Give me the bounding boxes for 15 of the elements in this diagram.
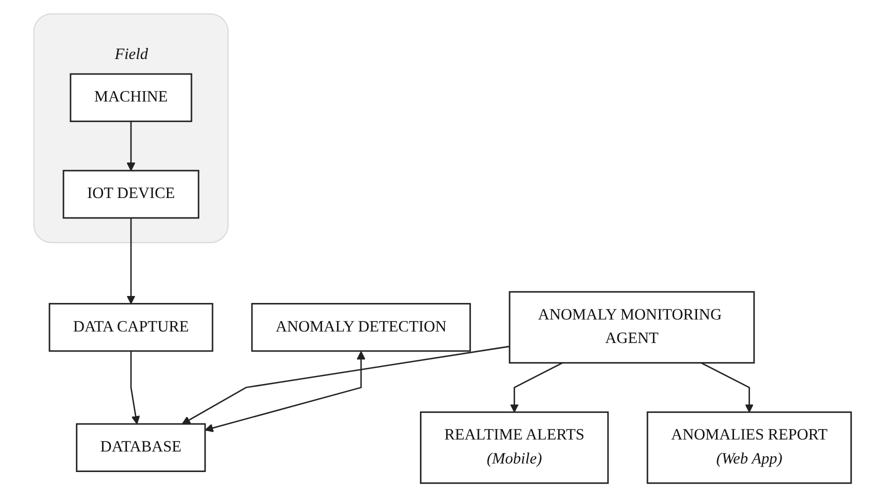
arrow (700, 362, 754, 413)
arrow (204, 351, 366, 432)
node-box: ANOMALIES REPORT (Web App) (646, 411, 852, 484)
node-box: IOT DEVICE (62, 170, 200, 219)
arrow (130, 351, 140, 424)
node-box: DATABASE (76, 423, 206, 472)
arrow (182, 346, 510, 424)
node-box: MACHINE (70, 73, 192, 122)
node-box: ANOMALY MONITORING AGENT (508, 291, 755, 364)
arrow (126, 218, 136, 304)
node-box: DATA CAPTURE (48, 302, 214, 352)
node-box: ANOMALY DETECTION (251, 302, 471, 352)
node-box: REALTIME ALERTS (Mobile) (420, 411, 609, 484)
arrow (126, 121, 136, 172)
arrow (510, 362, 563, 413)
